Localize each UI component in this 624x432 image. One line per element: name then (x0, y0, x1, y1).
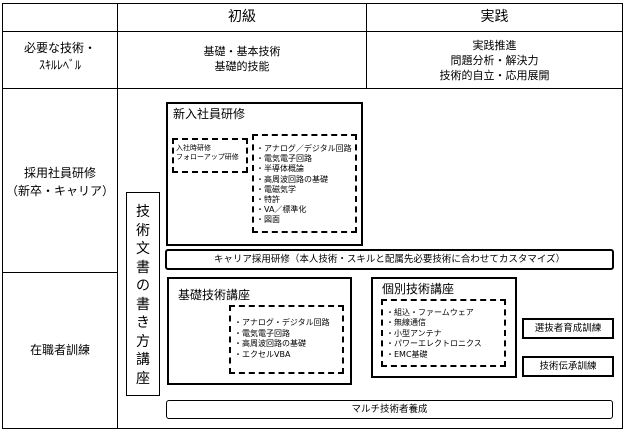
new-employee-topics-list: ・アナログ／デジタル回路 ・電気電子回路 ・半導体概論 ・高周波回路の基礎 ・電… (256, 144, 352, 226)
grid-top-border (2, 3, 623, 4)
recruit-training-label-line1: 採用社員研修 (23, 166, 96, 180)
skills-basic-line2: 基礎的技能 (214, 60, 270, 73)
grid-header-separator (2, 31, 623, 32)
grid-label-column-separator (117, 3, 118, 429)
individual-course-title: 個別技術講座 (382, 282, 455, 296)
basic-course-title: 基礎技術講座 (178, 288, 251, 302)
skills-practice-line3: 技術的自立・応用展開 (439, 69, 550, 82)
skills-practice-line2: 問題分析・解決力 (450, 54, 539, 67)
new-employee-topics-box (252, 134, 357, 233)
list-item: ・半導体概論 (256, 164, 304, 174)
onjob-training-label: 在職者訓練 (29, 343, 90, 357)
list-item: ・電気電子回路 (234, 328, 290, 338)
vertical-char: 座 (136, 370, 150, 387)
skills-row-label-line2: ｽｷﾙﾚﾍﾞﾙ (38, 58, 81, 72)
list-item: ・高周波回路の基礎 (234, 339, 306, 348)
followup-line1: 入社時研修 (176, 144, 211, 152)
vertical-char: き (136, 315, 150, 331)
individual-course-topics-box (381, 299, 506, 367)
list-item: ・パワーエレクトロニクス (386, 339, 482, 349)
recruit-training-label-line2: （新卒・キャリア） (5, 184, 114, 198)
document-writing-course-label: 技 術 文 書 の 書 き 方 講 座 (126, 203, 160, 388)
column-header-basic: 初級 (228, 9, 256, 25)
followup-line2: フォローアップ研修 (176, 153, 239, 161)
basic-course-topics-list: ・アナログ・デジタル回路 ・電気電子回路 ・高周波回路の基礎 ・エクセルVBA (234, 318, 330, 360)
career-training-box (165, 249, 614, 270)
list-item: ・EMC基礎 (386, 349, 428, 359)
skills-row-label: 必要な技術・ ｽｷﾙﾚﾍﾞﾙ (3, 40, 117, 74)
list-item: ・高周波回路の基礎 (256, 174, 328, 184)
list-item: ・エクセルVBA (234, 349, 291, 359)
career-training-label: キャリア採用研修（本人技術・スキルと配属先必要技術に合わせてカスタマイズ） (213, 254, 566, 265)
list-item: ・図面 (256, 215, 280, 225)
grid-left-border (2, 3, 3, 429)
list-item: ・小型アンテナ (386, 328, 442, 338)
grid-onjob-separator (2, 272, 117, 273)
new-employee-training-title: 新入社員研修 (173, 107, 246, 121)
individual-course-topics-list: ・組込・ファームウェア ・無線通信 ・小型アンテナ ・パワーエレクトロニクス ・… (386, 308, 482, 360)
vertical-char: 書 (136, 259, 150, 276)
vertical-char: の (136, 278, 150, 294)
selector-training-label: 選抜者育成訓練 (534, 323, 602, 334)
list-item: ・アナログ／デジタル回路 (256, 144, 352, 153)
vertical-char: 書 (136, 296, 150, 313)
vertical-char: 技 (136, 204, 150, 220)
vertical-char: 文 (136, 241, 150, 257)
vertical-char: 方 (136, 333, 150, 350)
grid-bottom-border (2, 428, 623, 429)
basic-course-topics-box (229, 305, 344, 374)
skills-basic-line1: 基礎・基本技術 (203, 45, 281, 58)
list-item: ・VA／標準化 (256, 205, 307, 215)
followup-training-box (172, 138, 248, 173)
tech-transfer-label: 技術伝承訓練 (539, 361, 597, 372)
vertical-char: 講 (136, 352, 150, 368)
list-item: ・電気電子回路 (256, 154, 312, 164)
grid-basic-practice-separator (366, 3, 367, 89)
skills-row-label-line1: 必要な技術・ (23, 41, 96, 55)
list-item: ・特許 (256, 195, 280, 205)
skills-practice-text: 実践推進 問題分析・解決力 技術的自立・応用展開 (367, 38, 622, 83)
list-item: ・アナログ・デジタル回路 (234, 318, 330, 327)
tech-transfer-box (522, 356, 614, 377)
vertical-char: 術 (136, 222, 150, 239)
column-header-practice: 実践 (480, 9, 509, 25)
grid-right-border (622, 3, 623, 429)
multi-engineer-box (166, 400, 613, 419)
grid-skills-separator (2, 88, 623, 89)
followup-training-text: 入社時研修 フォローアップ研修 (176, 144, 239, 162)
multi-engineer-label: マルチ技術者養成 (351, 404, 428, 415)
list-item: ・無線通信 (386, 318, 426, 328)
selector-training-box (522, 318, 614, 339)
recruit-training-label: 採用社員研修 （新卒・キャリア） (3, 164, 117, 200)
skills-practice-line1: 実践推進 (472, 39, 517, 52)
list-item: ・電磁気学 (256, 184, 296, 194)
list-item: ・組込・ファームウェア (386, 308, 474, 317)
skills-basic-text: 基礎・基本技術 基礎的技能 (118, 44, 366, 74)
document-writing-course-box (126, 192, 160, 396)
